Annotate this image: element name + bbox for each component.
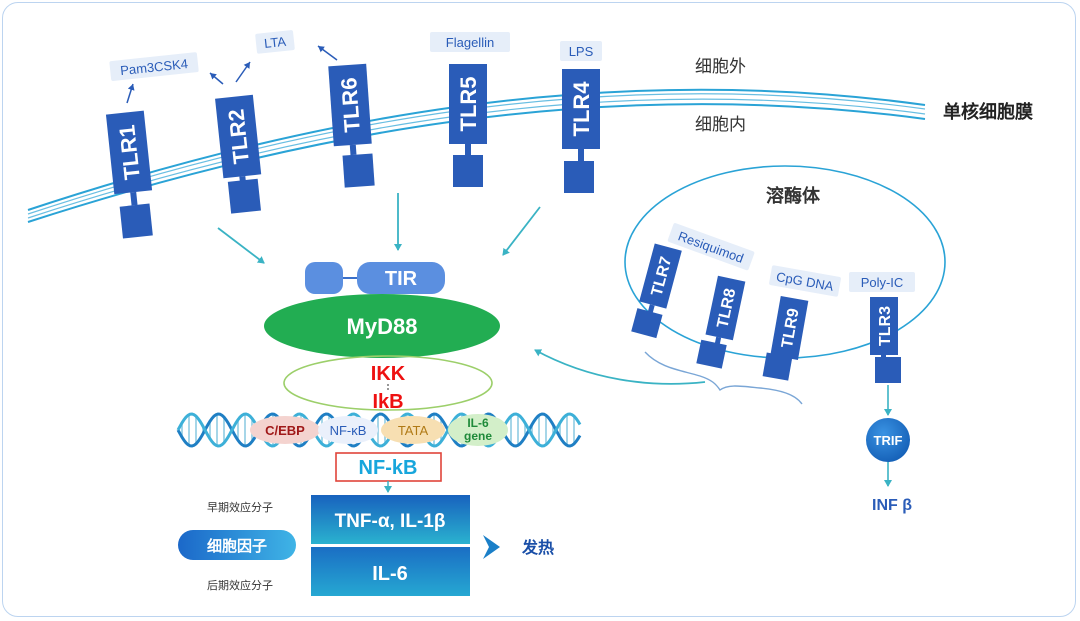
- trif-circle: [866, 418, 910, 462]
- tlr7-receptor: TLR7: [631, 243, 682, 339]
- cpg-dna-tag: CpG DNA: [769, 265, 841, 297]
- myd88-label: MyD88: [347, 314, 418, 339]
- lps-label: LPS: [569, 44, 594, 59]
- poly-ic-label: Poly-IC: [861, 275, 904, 290]
- dna-helix: [176, 412, 582, 448]
- dna-strand-b: [176, 412, 582, 448]
- tlr9-label: TLR9: [779, 307, 803, 349]
- poly-ic-tag: Poly-IC: [849, 272, 915, 292]
- tlr2-label: TLR2: [223, 108, 254, 165]
- tlr4-receptor: TLR4: [562, 69, 600, 193]
- flagellin-tag: Flagellin: [430, 32, 510, 52]
- il6-gene-site: IL-6 gene: [448, 414, 508, 446]
- nfkb-site: NF-κB: [318, 416, 378, 444]
- early-cytokine-label: TNF-α, IL-1β: [335, 511, 446, 532]
- tata-label: TATA: [398, 423, 429, 438]
- fever-label: 发热: [521, 538, 554, 557]
- flagellin-label: Flagellin: [446, 35, 494, 50]
- tlr5-label: TLR5: [456, 77, 481, 132]
- tlr4-label: TLR4: [569, 81, 594, 137]
- ifn-beta-label: INF β: [872, 497, 912, 514]
- lysosome-label: 溶酶体: [766, 185, 821, 207]
- il6-site-label: IL-6: [467, 416, 489, 430]
- ikb-label: IkB: [372, 391, 403, 413]
- late-cytokine-label: IL-6: [372, 563, 408, 585]
- gene-site-label: gene: [464, 429, 492, 443]
- intracellular-label: 细胞内: [695, 115, 746, 135]
- tlr9-receptor: TLR9: [762, 296, 809, 381]
- fever-arrow-icon: [483, 535, 500, 559]
- tlr6-ligand-arrow: [317, 45, 338, 61]
- tlr5-receptor: TLR5: [449, 64, 487, 187]
- ikk-label: IKK: [371, 363, 406, 385]
- tlr6-label: TLR6: [336, 77, 365, 134]
- resiquimod-tag: Resiquimod: [667, 223, 755, 271]
- early-effector-label: 早期效应分子: [207, 500, 273, 514]
- lta-label: LTA: [263, 34, 287, 51]
- endosomal-to-myd88-arrow: [534, 349, 706, 385]
- tlr2-right-arrow: [235, 61, 251, 83]
- ikk-ikb-complex: [283, 355, 493, 411]
- dna-strand-a: [176, 412, 582, 448]
- tata-site: TATA: [381, 416, 445, 444]
- trif-label: TRIF: [874, 433, 903, 448]
- pam3csk4-tag: Pam3CSK4: [109, 52, 199, 81]
- membrane-label: 单核细胞膜: [943, 101, 1033, 123]
- tlr1-receptor: TLR1: [105, 110, 153, 239]
- myd88-ellipse: [264, 294, 500, 358]
- late-effector-label: 后期效应分子: [207, 578, 273, 592]
- late-cytokine-box: [311, 547, 470, 596]
- lps-tag: LPS: [560, 41, 602, 61]
- extracellular-label: 细胞外: [695, 57, 746, 77]
- tir-complex: TIR: [305, 262, 445, 294]
- pam3csk4-label: Pam3CSK4: [120, 56, 189, 78]
- tlr8-receptor: TLR8: [696, 275, 746, 369]
- tlr6-receptor: TLR6: [328, 63, 375, 188]
- tlr3-receptor: TLR3: [870, 297, 901, 383]
- tlr1-ligand-arrow: [126, 83, 135, 104]
- tlr4-to-tir-arrow: [502, 206, 541, 256]
- nfkb-label: NF-kB: [359, 457, 418, 479]
- cytokine-pill: [178, 530, 296, 560]
- tlr3-label: TLR3: [877, 306, 894, 346]
- nfkb-site-label: NF-κB: [330, 423, 367, 438]
- cebp-site: C/EBP: [250, 416, 320, 444]
- nfkb-box: [335, 452, 442, 482]
- tir-label: TIR: [385, 268, 418, 290]
- tlr1-label: TLR1: [114, 124, 145, 181]
- cytokine-label: 细胞因子: [207, 537, 267, 555]
- lta-tag: LTA: [255, 30, 295, 54]
- tlr2-left-arrow: [209, 72, 224, 85]
- cebp-label: C/EBP: [265, 423, 305, 438]
- tlr1-2-to-tir-arrow: [217, 227, 265, 264]
- early-cytokine-box: [311, 495, 470, 544]
- endosomal-tlr-brace: [644, 351, 803, 405]
- tlr2-receptor: TLR2: [215, 94, 262, 214]
